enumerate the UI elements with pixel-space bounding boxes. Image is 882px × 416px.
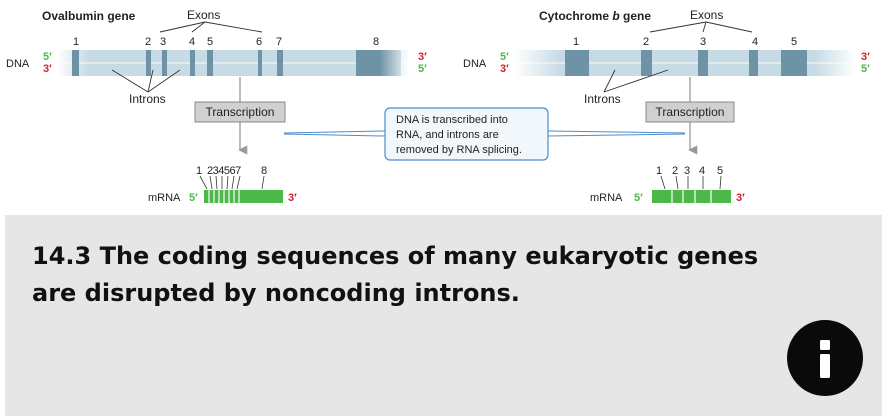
left-introns-label: Introns [129, 92, 166, 106]
left-mrna-label-leaders [199, 175, 265, 190]
note-pointer-right-upper [547, 130, 686, 134]
splicing-note-box [384, 107, 549, 161]
left-mrna-3-prime: 3′ [288, 192, 297, 204]
right-exon-3 [698, 50, 708, 76]
left-exon-number-6: 6 [256, 36, 262, 48]
left-transcription-label: Transcription [206, 105, 275, 119]
left-strand-3-bottom: 3′ [43, 63, 52, 75]
left-strand-3-top: 3′ [418, 51, 427, 63]
right-dna-fade-right [815, 50, 855, 76]
note-pointer-left-upper [283, 130, 386, 134]
right-exon-number-1: 1 [573, 36, 579, 48]
right-mrna-exon-dividers [671, 190, 712, 203]
left-mrna-exon-label-2-7: 234567 [207, 165, 241, 177]
splicing-note: DNA is transcribed into RNA, and introns… [283, 107, 686, 161]
left-intron-leader-lines [111, 69, 181, 93]
right-mrna-label: mRNA [590, 192, 623, 204]
right-mrna-exon-label-4: 4 [699, 165, 705, 177]
left-dna-fade-right [380, 50, 410, 76]
right-strand-5-bottom: 5′ [861, 63, 870, 75]
figure-caption: 14.3 The coding sequences of many eukary… [32, 242, 759, 307]
splicing-note-line-2: RNA, and introns are [396, 129, 499, 141]
right-transcription-label: Transcription [656, 105, 725, 119]
right-dna-fade-left [515, 50, 560, 76]
left-mrna-bar [204, 190, 283, 203]
splicing-note-line-1: DNA is transcribed into [396, 114, 508, 126]
left-exon-number-7: 7 [276, 36, 282, 48]
right-mrna-exon-label-2: 2 [672, 165, 678, 177]
right-exon-number-3: 3 [700, 36, 706, 48]
left-mrna-exon-label-1: 1 [196, 165, 202, 177]
right-mrna-label-leaders [660, 175, 722, 190]
left-exon-leader-lines [159, 21, 263, 33]
right-exon-5 [781, 50, 807, 76]
left-exon-number-2: 2 [145, 36, 151, 48]
right-exon-2 [641, 50, 652, 76]
note-pointer-left-lower [283, 133, 386, 137]
left-exon-number-1: 1 [73, 36, 79, 48]
left-mrna-exon-label-8: 8 [261, 165, 267, 177]
left-exon-1 [72, 50, 79, 76]
right-strand-5-top: 5′ [500, 51, 509, 63]
left-exon-5 [207, 50, 213, 76]
left-strand-5-bottom: 5′ [418, 63, 427, 75]
left-exons-label: Exons [187, 8, 220, 22]
note-pointer-right-lower [547, 133, 686, 137]
left-exon-3 [162, 50, 167, 76]
right-exon-number-5: 5 [791, 36, 797, 48]
left-exon-number-5: 5 [207, 36, 213, 48]
left-exon-4 [190, 50, 195, 76]
right-exon-1 [565, 50, 589, 76]
cytochrome-b-gene-title: Cytochrome b gene [539, 9, 651, 23]
left-exon-7 [277, 50, 283, 76]
left-exon-number-3: 3 [160, 36, 166, 48]
cytochrome-b-gene-panel: Cytochrome b gene Exons 1 2 3 4 5 DNA 5′… [463, 8, 870, 204]
splicing-note-line-3: removed by RNA splicing. [396, 144, 522, 156]
right-mrna-exon-label-5: 5 [717, 165, 723, 177]
right-mrna-exon-label-3: 3 [684, 165, 690, 177]
gene-structure-diagram: Ovalbumin gene Exons 1 2 3 4 5 6 7 8 DNA… [6, 8, 870, 204]
left-mrna-5-prime: 5′ [189, 192, 198, 204]
right-exon-number-2: 2 [643, 36, 649, 48]
right-strand-3-top: 3′ [861, 51, 870, 63]
left-exon-2 [146, 50, 151, 76]
right-exon-number-4: 4 [752, 36, 758, 48]
left-exon-number-8: 8 [373, 36, 379, 48]
right-intron-leader-lines [603, 69, 669, 93]
right-strand-3-bottom: 3′ [500, 63, 509, 75]
right-introns-label: Introns [584, 92, 621, 106]
left-strand-5-top: 5′ [43, 51, 52, 63]
right-exon-blocks [565, 50, 807, 76]
right-exon-leader-lines [649, 21, 753, 33]
info-button[interactable] [787, 320, 863, 396]
left-exon-number-4: 4 [189, 36, 195, 48]
left-mrna-exon-dividers [208, 190, 240, 203]
right-mrna-5-prime: 5′ [634, 192, 643, 204]
caption-panel: 14.3 The coding sequences of many eukary… [0, 215, 882, 416]
left-transcription-box [194, 101, 286, 123]
left-exon-6 [258, 50, 262, 76]
right-mrna-bar [652, 190, 731, 203]
figure: Ovalbumin gene Exons 1 2 3 4 5 6 7 8 DNA… [6, 8, 871, 204]
right-mrna-3-prime: 3′ [736, 192, 745, 204]
right-dna-label: DNA [463, 58, 487, 70]
right-exon-4 [749, 50, 758, 76]
info-icon [820, 340, 830, 378]
right-mrna-exon-label-1: 1 [656, 165, 662, 177]
ovalbumin-gene-title: Ovalbumin gene [42, 9, 136, 23]
right-exons-label: Exons [690, 8, 723, 22]
ovalbumin-gene-panel: Ovalbumin gene Exons 1 2 3 4 5 6 7 8 DNA… [6, 8, 427, 204]
left-dna-label: DNA [6, 58, 30, 70]
left-mrna-label: mRNA [148, 192, 181, 204]
right-transcription-box [645, 101, 735, 123]
